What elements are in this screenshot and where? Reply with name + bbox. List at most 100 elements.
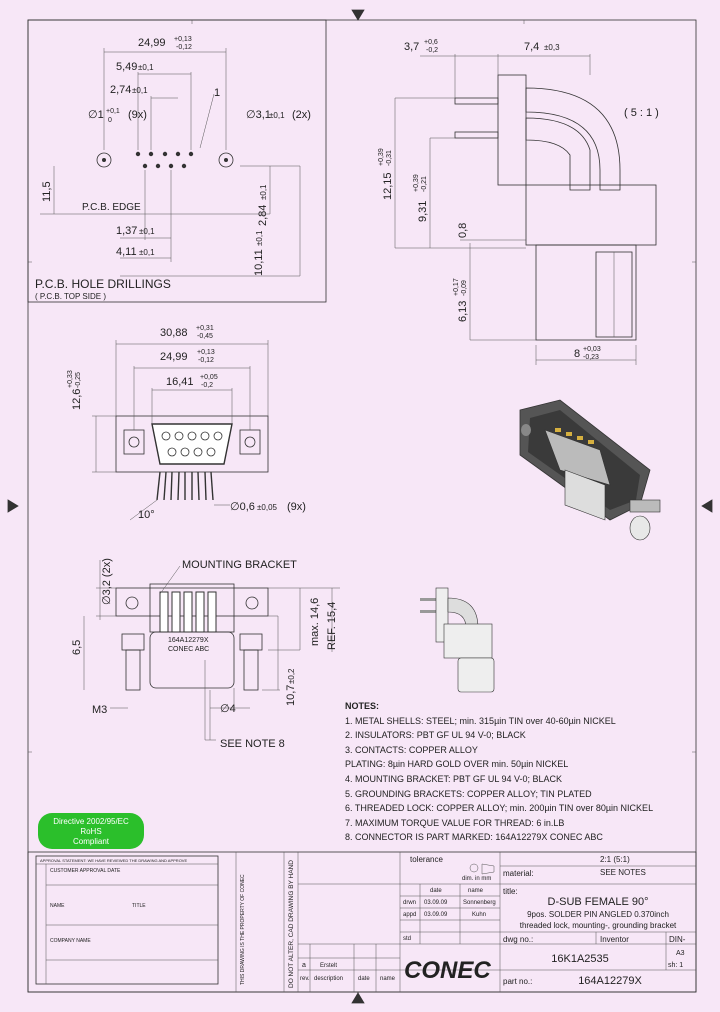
bottom-dia-4: ∅4 xyxy=(220,703,236,715)
svg-text:rev.: rev. xyxy=(300,976,310,982)
svg-text:-0,23: -0,23 xyxy=(583,354,599,361)
tb-title-line1: D-SUB FEMALE 90° xyxy=(548,896,649,908)
tb-part-no: 164A12279X xyxy=(578,975,642,987)
svg-text:±0,05: ±0,05 xyxy=(257,503,278,512)
notes-heading: NOTES: xyxy=(345,701,380,711)
iso-view-small xyxy=(420,587,495,693)
note-item: 5. GROUNDING BRACKETS: COPPER ALLOY; TIN… xyxy=(345,788,592,799)
bottom-view: MOUNTING BRACKET ∅3,2 (2x) 6,5 max. 14,6… xyxy=(71,558,340,750)
svg-text:+0,03: +0,03 xyxy=(583,346,601,353)
pcb-edge: P.C.B. EDGE xyxy=(82,202,141,213)
side-dim-0-8: 0,8 xyxy=(457,223,469,238)
bottom-bolt-dia: ∅3,2 (2x) xyxy=(101,558,113,605)
front-angle: 10° xyxy=(138,509,155,521)
rohs-line1: Directive 2002/95/EC xyxy=(53,817,129,826)
front-dim-30-88: 30,88 xyxy=(160,327,188,339)
svg-text:a: a xyxy=(302,962,306,969)
front-dim-24-99: 24,99 xyxy=(160,351,188,363)
svg-text:±0,1: ±0,1 xyxy=(139,227,155,236)
svg-text:description: description xyxy=(314,976,343,982)
tb-see-notes: SEE NOTES xyxy=(600,868,646,877)
svg-text:(9x): (9x) xyxy=(128,109,147,121)
signal-holes xyxy=(135,151,194,169)
svg-text:name: name xyxy=(468,888,484,894)
note-item: 8. CONNECTOR IS PART MARKED: 164A12279X … xyxy=(345,832,603,843)
pcb-dim-1-37: 1,37 xyxy=(116,225,137,237)
svg-text:date: date xyxy=(358,976,370,982)
tb-title-line3: threaded lock, mounting-, grounding brac… xyxy=(520,921,677,930)
svg-text:Inventor: Inventor xyxy=(600,935,629,944)
svg-text:std: std xyxy=(403,936,411,942)
bottom-thread: M3 xyxy=(92,704,107,716)
svg-text:-0,45: -0,45 xyxy=(197,333,213,340)
svg-text:03.09.09: 03.09.09 xyxy=(424,900,448,906)
svg-text:DIN-: DIN- xyxy=(669,935,686,944)
zone-markers xyxy=(7,9,713,1004)
svg-text:-0,12: -0,12 xyxy=(198,357,214,364)
tb-title: title: xyxy=(503,887,518,896)
mount-hole-right xyxy=(218,152,234,168)
pcb-dim-2-84: 2,84 xyxy=(257,205,269,226)
rohs-badge: Directive 2002/95/EC RoHS Compliant xyxy=(38,813,144,849)
svg-text:±0,3: ±0,3 xyxy=(544,43,560,52)
tb-customer-approval: CUSTOMER APPROVAL DATE xyxy=(50,868,121,874)
svg-text:±0,1: ±0,1 xyxy=(139,248,155,257)
svg-text:drwn: drwn xyxy=(403,900,416,906)
svg-text:+0,13: +0,13 xyxy=(174,36,192,43)
bottom-dim-15-4: REF. 15,4 xyxy=(326,602,338,650)
svg-text:±0,2: ±0,2 xyxy=(287,668,296,684)
bottom-see-note: SEE NOTE 8 xyxy=(220,738,285,750)
svg-text:APPROVAL STATEMENT: WE HAVE RE: APPROVAL STATEMENT: WE HAVE REVIEWED THE… xyxy=(40,858,187,863)
notes-block: NOTES: 1. METAL SHELLS: STEEL; min. 315µ… xyxy=(345,699,715,845)
svg-text:±0,1: ±0,1 xyxy=(138,63,154,72)
rohs-line2: RoHS xyxy=(80,827,102,836)
bottom-dim-6-5: 6,5 xyxy=(71,640,83,655)
svg-text:Sonnenberg: Sonnenberg xyxy=(463,900,496,906)
side-dim-9-31: 9,31 xyxy=(417,201,429,222)
tb-name: NAME xyxy=(50,903,65,909)
svg-text:A3: A3 xyxy=(676,950,685,957)
front-view: 30,88 +0,31 -0,45 24,99 +0,13 -0,12 16,4… xyxy=(67,325,306,521)
pcb-hole-dia: ∅1 xyxy=(88,109,104,121)
tb-part-no-label: part no.: xyxy=(503,977,532,986)
pcb-dim-4-11: 4,11 xyxy=(116,246,137,258)
pcb-dim-2-74: 2,74 xyxy=(110,84,131,96)
pcb-title: P.C.B. HOLE DRILLINGS xyxy=(35,277,171,291)
tb-title-label: TITLE xyxy=(132,903,146,909)
svg-text:0: 0 xyxy=(108,117,112,124)
pcb-subtitle: ( P.C.B. TOP SIDE ) xyxy=(35,292,106,301)
bottom-marking-2: CONEC ABC xyxy=(168,646,209,653)
svg-text:+0,33: +0,33 xyxy=(67,370,74,388)
note-item: PLATING: 8µin HARD GOLD OVER min. 50µin … xyxy=(345,759,569,770)
pcb-dim-11-5: 11,5 xyxy=(41,181,53,202)
svg-text:+0,39: +0,39 xyxy=(413,174,420,192)
svg-text:(2x): (2x) xyxy=(292,109,311,121)
bottom-dim-10-7: 10,7 xyxy=(285,685,297,706)
svg-text:-0,2: -0,2 xyxy=(426,47,438,54)
svg-text:±0,1: ±0,1 xyxy=(132,86,148,95)
svg-text:±0,1: ±0,1 xyxy=(259,184,268,200)
svg-text:-0,2: -0,2 xyxy=(201,382,213,389)
tb-tolerance: tolerance xyxy=(410,855,443,864)
svg-text:+0,6: +0,6 xyxy=(424,39,438,46)
bottom-bracket-label: MOUNTING BRACKET xyxy=(182,559,297,571)
rohs-line3: Compliant xyxy=(72,837,109,846)
side-scale: ( 5 : 1 ) xyxy=(624,107,659,119)
svg-text:+0,05: +0,05 xyxy=(200,374,218,381)
svg-text:-0,09: -0,09 xyxy=(461,280,468,296)
note-item: 3. CONTACTS: COPPER ALLOY xyxy=(345,744,478,755)
tb-do-not-alter: DO NOT ALTER, CAD DRAWING BY HAND xyxy=(288,860,295,988)
tb-dwg-no: 16K1A2535 xyxy=(551,953,609,965)
svg-text:03.09.09: 03.09.09 xyxy=(424,912,448,918)
note-item: 6. THREADED LOCK: COPPER ALLOY; min. 200… xyxy=(345,803,654,814)
svg-text:dim. in mm: dim. in mm xyxy=(462,876,491,882)
side-dim-7-4: 7,4 xyxy=(524,41,539,53)
svg-text:date: date xyxy=(430,888,442,894)
bottom-marking-1: 164A12279X xyxy=(168,637,209,644)
note-item: 4. MOUNTING BRACKET: PBT GF UL 94 V-0; B… xyxy=(345,773,563,784)
front-dim-12-6: 12,6 xyxy=(71,389,83,410)
front-dim-16-41: 16,41 xyxy=(166,376,194,388)
svg-text:sh: 1: sh: 1 xyxy=(668,962,683,969)
pcb-hole-drillings: 24,99 +0,13 -0,12 5,49 ±0,1 2,74 ±0,1 ∅1… xyxy=(27,19,327,303)
